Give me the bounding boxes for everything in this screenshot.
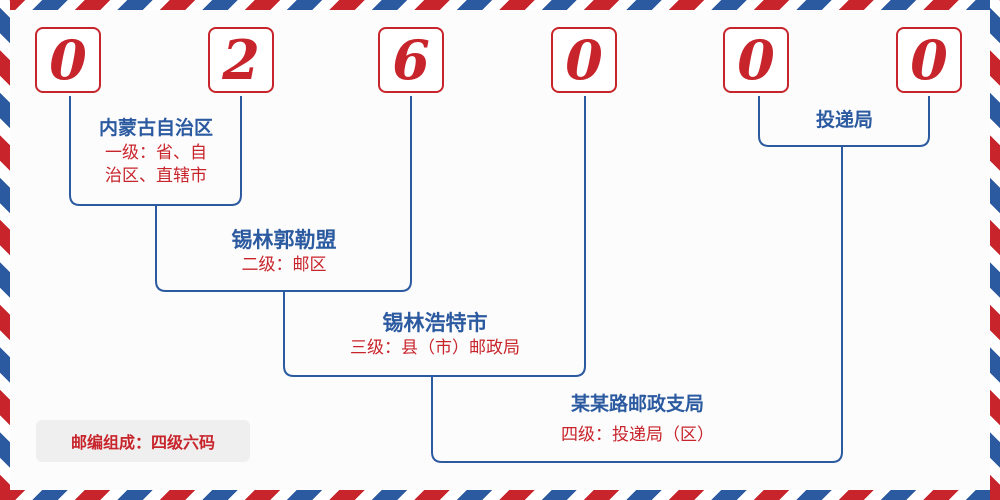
- level-1-desc-line2: 治区、直辖市: [105, 165, 207, 186]
- postcode-structure-note: 邮编组成：四级六码: [36, 420, 250, 462]
- postcode-digit-4: 0: [551, 27, 617, 93]
- airmail-border-bottom: [0, 490, 1000, 500]
- airmail-border-top: [0, 0, 1000, 10]
- delivery-office-name: 投递局: [815, 109, 873, 131]
- level-1-label: 内蒙古自治区 一级：省、自 治区、直辖市: [72, 116, 240, 188]
- level-3-label: 锡林浩特市 三级：县（市）邮政局: [285, 309, 585, 360]
- postcode-digit-6: 0: [896, 27, 962, 93]
- level-2-name: 锡林郭勒盟: [231, 227, 337, 252]
- level-4-desc: 四级：投递局（区）: [561, 424, 714, 445]
- connector-digit-5-6: [758, 96, 930, 147]
- postcode-digit-5: 0: [723, 27, 789, 93]
- level-3-desc: 三级：县（市）邮政局: [350, 338, 520, 359]
- connector-digit-3: [283, 96, 586, 377]
- level-2-desc: 二级：邮区: [241, 255, 327, 276]
- level-4-name: 某某路邮政支局: [570, 393, 704, 415]
- level-1-name: 内蒙古自治区: [98, 117, 213, 139]
- level-1-desc-line1: 一级：省、自: [105, 142, 207, 163]
- connector-digit-4: [431, 146, 843, 463]
- postcode-digit-2: 2: [208, 27, 274, 93]
- level-4-label: 某某路邮政支局 四级：投递局（区）: [433, 392, 842, 447]
- postcode-digit-1: 0: [35, 27, 101, 93]
- delivery-office-label: 投递局: [760, 108, 929, 134]
- postcode-digit-3: 6: [378, 27, 444, 93]
- airmail-border-left: [0, 0, 10, 500]
- level-2-label: 锡林郭勒盟 二级：邮区: [157, 226, 411, 277]
- airmail-border-right: [990, 0, 1000, 500]
- level-3-name: 锡林浩特市: [382, 310, 488, 335]
